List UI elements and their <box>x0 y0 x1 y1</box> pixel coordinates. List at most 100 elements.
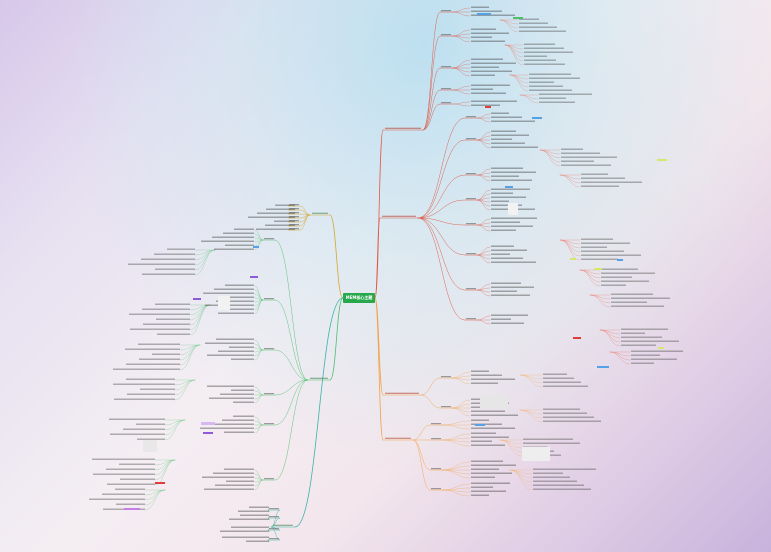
left-leaf-label <box>212 236 254 238</box>
left-leaf-label <box>238 510 269 512</box>
leaf-branch <box>451 103 471 107</box>
sub-label <box>441 10 451 12</box>
deep-leaf-label <box>601 280 649 282</box>
tag-yellow <box>594 268 602 270</box>
thumbnail-image <box>480 395 508 409</box>
leaf-label <box>471 62 516 64</box>
tag-yellow <box>657 159 667 161</box>
deep-leaf-branch <box>509 74 529 92</box>
deep-leaf-branch <box>579 269 601 279</box>
left-leaf-label <box>207 354 254 356</box>
mindmap-leaves <box>89 6 683 542</box>
deep-leaf-branch <box>509 469 533 491</box>
sub-branch <box>417 217 466 226</box>
leaf-label <box>471 70 512 72</box>
left-deep-branch <box>189 304 211 331</box>
leaf-branch <box>441 469 471 475</box>
left-leaf-label <box>231 389 254 391</box>
leaf-branch <box>476 319 491 325</box>
left-leaf-label <box>216 338 254 340</box>
left-leaf-label <box>274 220 295 222</box>
left-deep-label <box>136 423 165 425</box>
leaf-label <box>491 249 527 251</box>
thumbnail-image <box>143 440 157 452</box>
left-leaf-label <box>211 423 254 425</box>
left-deep-label <box>123 428 165 430</box>
deep-leaf-branch <box>509 469 533 487</box>
leaf-branch <box>451 407 471 413</box>
sub-label <box>466 223 476 225</box>
root-topic[interactable]: MEM核心主题 <box>343 293 375 303</box>
leaf-branch <box>476 246 491 256</box>
leaf-label <box>491 261 536 263</box>
leaf-label <box>471 468 499 470</box>
left-deep-branch <box>144 489 166 501</box>
left-sub-label <box>269 516 279 518</box>
leaf-label <box>471 419 489 421</box>
deep-leaf-branch <box>499 439 523 453</box>
deep-leaf-label <box>601 276 632 278</box>
leaf-label <box>471 104 500 106</box>
left-deep-branch <box>144 489 166 506</box>
left-sub-branch <box>274 379 309 426</box>
left-leaf-label <box>233 415 254 417</box>
deep-leaf-branch <box>509 74 529 88</box>
sub-branch <box>412 439 431 491</box>
left-leaf-branch <box>254 386 264 396</box>
left-leaf-branch <box>254 420 264 426</box>
deep-leaf-branch <box>559 239 581 249</box>
left-leaf-label <box>229 518 269 520</box>
left-main-branch <box>294 297 344 528</box>
left-deep-label <box>141 258 195 260</box>
leaf-branch <box>451 35 471 43</box>
leaf-label <box>491 286 534 288</box>
deep-leaf-label <box>523 438 573 440</box>
deep-leaf-label <box>524 43 555 45</box>
deep-leaf-label <box>543 381 581 383</box>
deep-leaf-branch <box>589 294 611 304</box>
leaf-branch <box>451 7 471 13</box>
deep-leaf-label <box>581 242 630 244</box>
deep-leaf-branch <box>504 44 524 62</box>
leaf-label <box>471 410 505 412</box>
deep-leaf-label <box>561 152 600 154</box>
leaf-label <box>491 116 522 118</box>
leaf-branch <box>451 67 471 77</box>
sub-label <box>466 253 476 255</box>
deep-leaf-label <box>533 480 577 482</box>
left-deep-label <box>107 483 155 485</box>
sub-label <box>431 423 441 425</box>
left-deep-label <box>109 418 165 420</box>
leaf-branch <box>451 63 471 69</box>
deep-leaf-label <box>621 328 668 330</box>
leaf-label <box>471 427 515 429</box>
right-main-branch <box>374 297 384 396</box>
left-deep-label <box>127 393 175 395</box>
left-deep-label <box>115 488 145 490</box>
left-leaf-label <box>231 526 269 528</box>
left-leaf-label <box>225 244 254 246</box>
leaf-label <box>471 6 489 8</box>
deep-leaf-label <box>621 340 679 342</box>
leaf-branch <box>476 224 491 232</box>
left-main-label <box>310 377 328 379</box>
left-deep-label <box>155 303 190 305</box>
sub-branch <box>420 394 441 409</box>
left-deep-branch <box>179 344 201 356</box>
leaf-label <box>471 32 509 34</box>
left-sub-label <box>264 423 274 425</box>
sub-branch <box>417 217 466 256</box>
leaf-label <box>491 314 528 316</box>
leaf-branch <box>451 377 471 385</box>
left-deep-label <box>125 348 180 350</box>
leaf-branch <box>441 439 471 447</box>
deep-leaf-branch <box>609 351 631 365</box>
leaf-label <box>471 494 489 496</box>
deep-leaf-label <box>581 173 608 175</box>
sub-branch <box>422 11 441 131</box>
left-leaf-label <box>201 240 254 242</box>
left-leaf-label <box>265 224 295 226</box>
sub-branch <box>420 377 441 396</box>
